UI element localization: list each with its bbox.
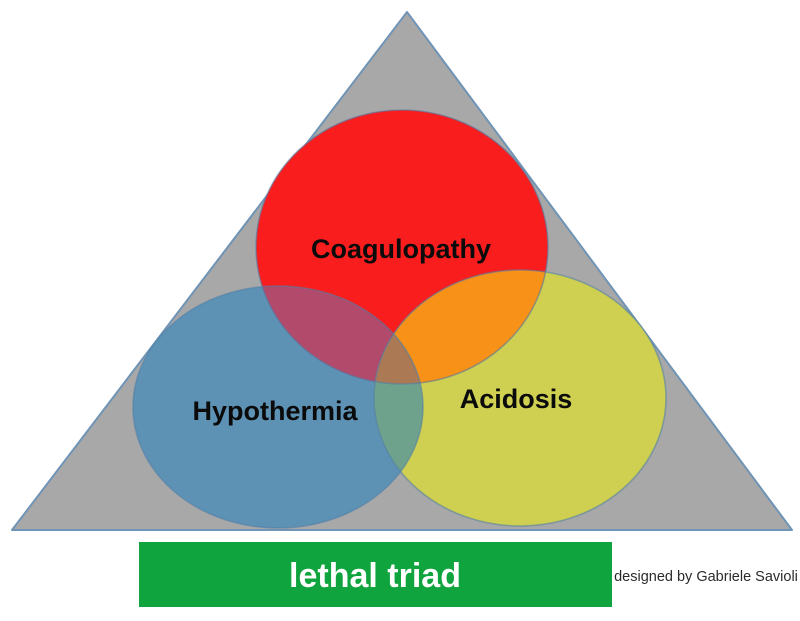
overlap-coagulopathy-hypothermia xyxy=(256,286,423,384)
acidosis-label: Acidosis xyxy=(460,384,573,414)
title-banner-label: lethal triad xyxy=(289,557,461,595)
credit-text: designed by Gabriele Savioli xyxy=(614,569,798,585)
overlap-coagulopathy-acidosis xyxy=(374,270,548,384)
title-banner xyxy=(139,542,612,607)
coagulopathy-label: Coagulopathy xyxy=(311,234,491,264)
coagulopathy-circle-outline xyxy=(255,109,549,385)
acidosis-circle-outline xyxy=(373,269,667,527)
hypothermia-circle-outline xyxy=(132,285,424,529)
hypothermia-label: Hypothermia xyxy=(192,396,358,426)
